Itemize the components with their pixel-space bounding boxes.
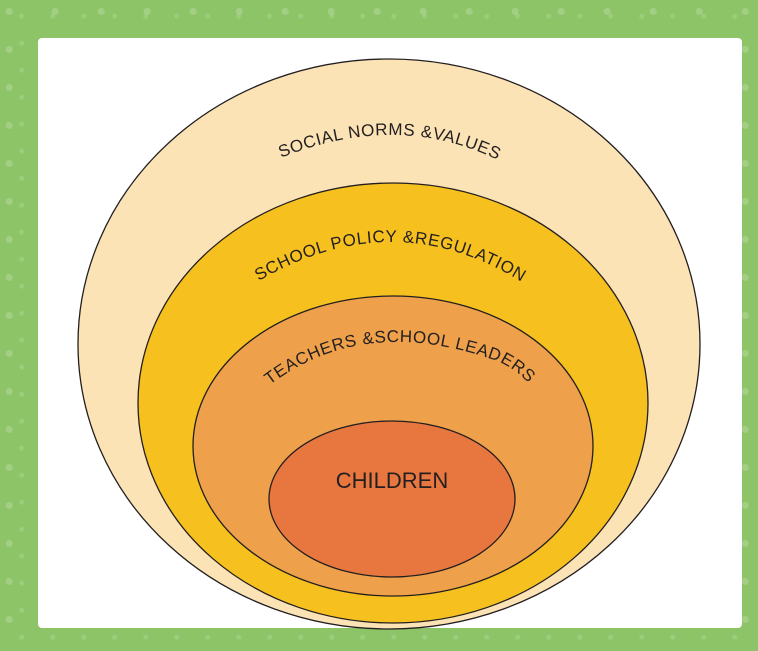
layer-children xyxy=(268,420,516,578)
label-children: CHILDREN xyxy=(336,468,448,493)
